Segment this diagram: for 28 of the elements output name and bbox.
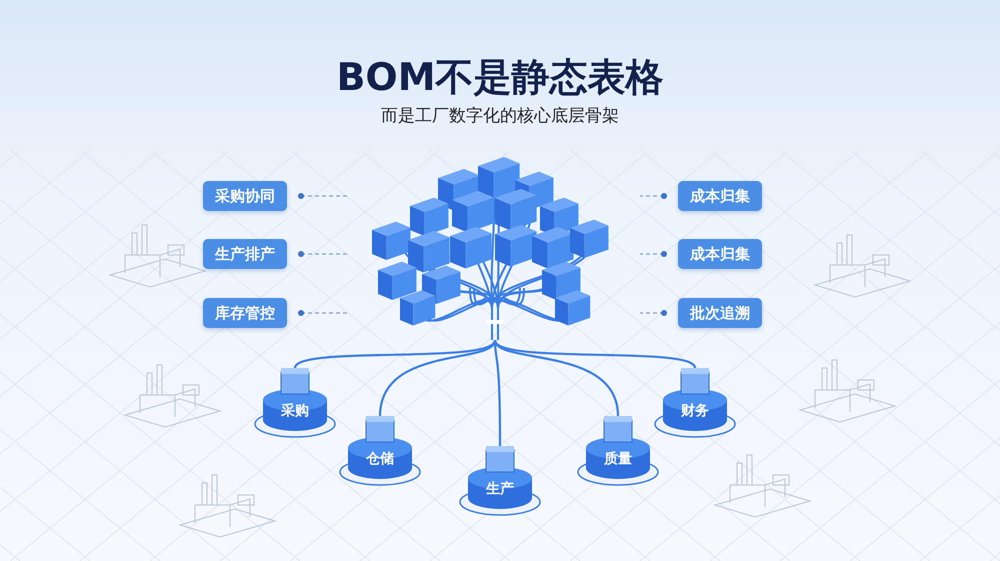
category-tag: 生产排产 — [203, 239, 287, 269]
category-tag: 成本归集 — [678, 239, 762, 269]
root-line — [494, 339, 696, 369]
platform-label: 生产 — [484, 480, 515, 498]
platform-label: 财务 — [680, 402, 710, 420]
root-line — [294, 339, 496, 369]
connector-line — [640, 193, 667, 199]
connector-line — [640, 310, 667, 316]
platform-label: 仓储 — [365, 450, 395, 468]
connector-line — [298, 310, 350, 316]
platform-label: 质量 — [603, 450, 633, 468]
pedestal-platform — [460, 446, 540, 516]
pedestal-platform — [578, 416, 658, 486]
category-tag: 成本归集 — [678, 181, 762, 211]
pedestal-platform — [655, 368, 735, 438]
category-tag: 库存管控 — [203, 298, 287, 328]
platform-label: 采购 — [280, 402, 310, 420]
category-tag: 采购协同 — [203, 181, 287, 211]
connector-line — [298, 193, 350, 199]
subtitle: 而是工厂数字化的核心底层骨架 — [381, 105, 619, 127]
root-line — [378, 340, 496, 416]
connector-line — [298, 251, 350, 257]
connector-line — [640, 251, 667, 257]
root-line — [494, 340, 502, 446]
pedestal-platform — [340, 416, 420, 486]
pedestal-platform — [255, 368, 335, 438]
category-tag: 批次追溯 — [678, 298, 762, 328]
title: BOM不是静态表格 — [336, 54, 664, 101]
